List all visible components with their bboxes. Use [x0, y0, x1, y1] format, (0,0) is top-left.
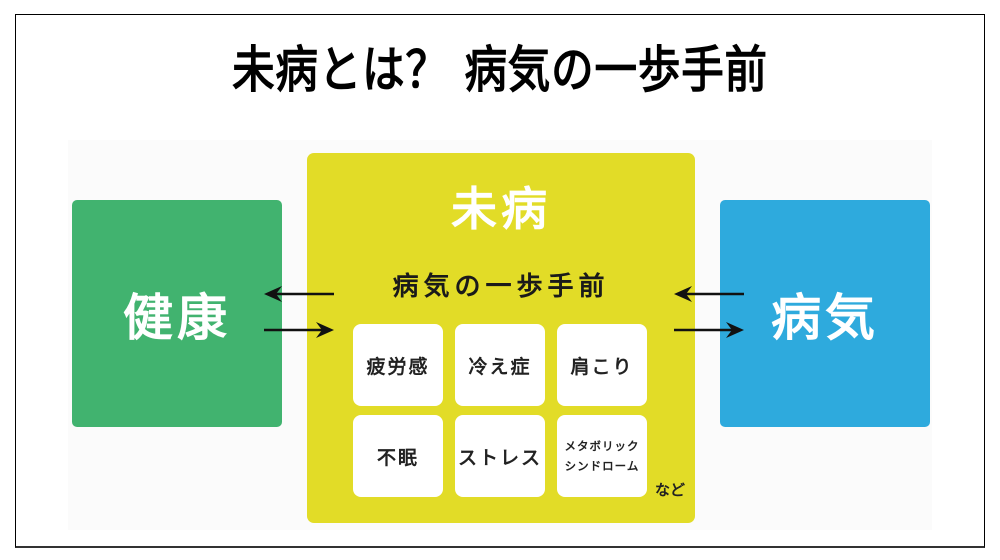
- sick-label: 病気: [771, 288, 879, 347]
- page-title: 未病とは？ 病気の一歩手前: [232, 41, 768, 99]
- symptom-stress: ストレス: [455, 415, 545, 497]
- sick-box: 病気: [720, 200, 930, 427]
- arrow-right-to-sick-icon: [674, 322, 744, 338]
- mibyou-title: 未病: [451, 182, 551, 236]
- symptom-stiff-shoulders: 肩こり: [557, 324, 647, 406]
- mibyou-box: 未病 病気の一歩手前 疲労感 冷え症 肩こり 不眠 ストレス メタボリック シン…: [307, 153, 695, 523]
- symptom-metabolic-syndrome: メタボリック シンドローム: [557, 415, 647, 497]
- metabolic-line1: メタボリック: [564, 439, 640, 453]
- metabolic-line2: シンドローム: [564, 459, 640, 473]
- arrow-left-to-mibyou-icon: [674, 286, 744, 302]
- symptom-insomnia: 不眠: [353, 415, 443, 497]
- arrow-left-to-health-icon: [264, 286, 334, 302]
- etc-label: など: [655, 481, 686, 499]
- outer-frame: [15, 14, 985, 548]
- health-label: 健康: [123, 288, 231, 347]
- arrow-right-to-mibyou-icon: [264, 322, 334, 338]
- symptom-cold-sensitivity: 冷え症: [455, 324, 545, 406]
- symptom-grid: 疲労感 冷え症 肩こり 不眠 ストレス メタボリック シンドローム: [353, 324, 649, 497]
- health-box: 健康: [72, 200, 282, 427]
- mibyou-subtitle: 病気の一歩手前: [392, 272, 610, 302]
- symptom-fatigue: 疲労感: [353, 324, 443, 406]
